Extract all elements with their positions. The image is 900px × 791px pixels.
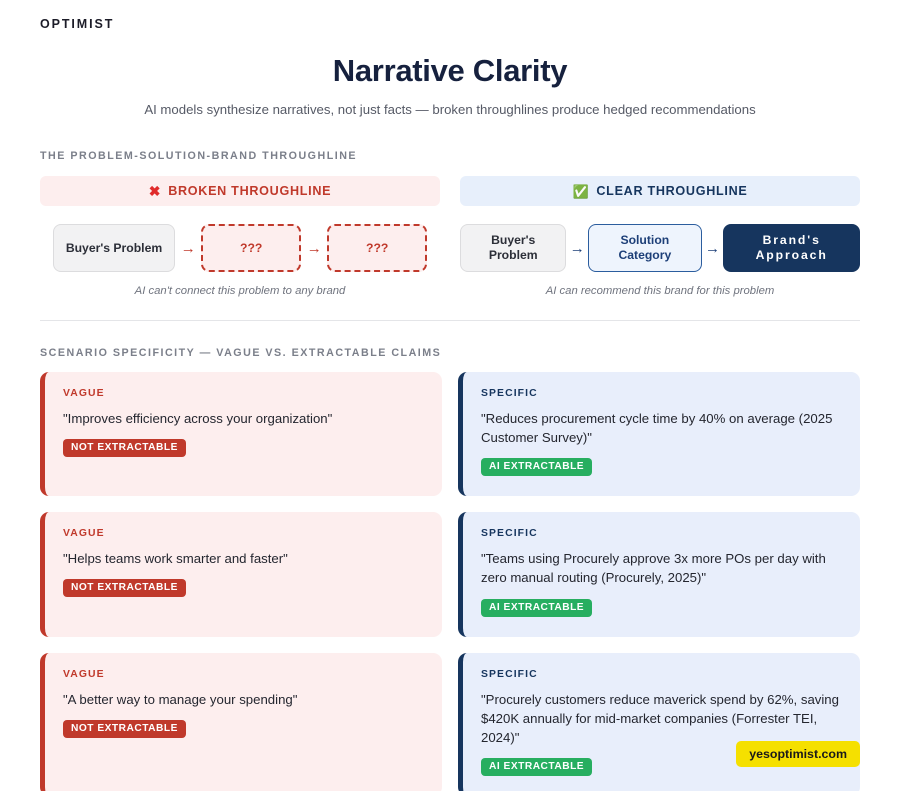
card-kicker: SPECIFIC [481, 528, 538, 540]
status-badge: NOT EXTRACTABLE [63, 719, 186, 738]
clear-throughline-note: AI can recommend this brand for this pro… [545, 285, 775, 297]
red-x-icon: ✖ [148, 183, 162, 199]
clear-throughline-header: ✅ CLEAR THROUGHLINE [460, 176, 860, 206]
card-quote: "Improves efficiency across your organiz… [63, 411, 333, 426]
broken-flow-diagram: Buyer's Problem → ??? → ??? [40, 224, 440, 272]
specific-claim-card: SPECIFIC "Procurely customers reduce mav… [458, 652, 860, 791]
clear-throughline-title: CLEAR THROUGHLINE [596, 184, 748, 198]
scenario-cards-grid: VAGUE "Improves efficiency across your o… [40, 372, 860, 791]
status-badge: AI EXTRACTABLE [481, 757, 593, 776]
vague-claim-card: VAGUE "A better way to manage your spend… [40, 652, 442, 791]
flow-node-buyers-problem: Buyer's Problem [52, 224, 176, 272]
brand-logo: OPTIMIST [40, 17, 115, 31]
status-badge: NOT EXTRACTABLE [63, 439, 186, 458]
broken-throughline-column: ✖ BROKEN THROUGHLINE Buyer's Problem → ?… [40, 176, 440, 297]
section-divider [40, 320, 860, 321]
card-quote: "Helps teams work smarter and faster" [63, 551, 288, 567]
card-quote: "Procurely customers reduce maverick spe… [481, 691, 839, 745]
vague-claim-card: VAGUE "Improves efficiency across your o… [40, 372, 442, 497]
flow-node-buyers-problem: Buyer's Problem [460, 224, 567, 272]
broken-throughline-header: ✖ BROKEN THROUGHLINE [40, 176, 440, 206]
card-kicker: SPECIFIC [481, 388, 538, 399]
green-check-box-icon: ✅ [572, 183, 590, 199]
broken-throughline-title: BROKEN THROUGHLINE [168, 184, 332, 198]
page-subtitle: AI models synthesize narratives, not jus… [144, 102, 756, 117]
specific-claim-card: SPECIFIC "Teams using Procurely approve … [458, 512, 860, 637]
section-label-throughline: THE PROBLEM-SOLUTION-BRAND THROUGHLINE [40, 150, 358, 162]
specific-claim-card: SPECIFIC "Reduces procurement cycle time… [458, 372, 860, 497]
card-kicker: SPECIFIC [481, 668, 538, 680]
flow-node-solution-category: Solution Category [588, 224, 702, 272]
section-label-scenario: SCENARIO SPECIFICITY — VAGUE VS. EXTRACT… [40, 347, 442, 359]
flow-node-unknown-1: ??? [201, 224, 302, 272]
broken-throughline-note: AI can't connect this problem to any bra… [134, 285, 346, 297]
flow-node-brands-approach: Brand's Approach [723, 224, 861, 272]
card-kicker: VAGUE [63, 668, 105, 680]
vague-claim-card: VAGUE "Helps teams work smarter and fast… [40, 512, 442, 637]
status-badge: NOT EXTRACTABLE [63, 579, 186, 598]
clear-flow-diagram: Buyer's Problem → Solution Category → Br… [460, 224, 861, 272]
card-kicker: VAGUE [63, 388, 105, 399]
card-kicker: VAGUE [63, 528, 105, 540]
flow-node-unknown-2: ??? [327, 224, 428, 272]
clear-throughline-column: ✅ CLEAR THROUGHLINE Buyer's Problem → So… [460, 176, 861, 297]
flow-arrow-icon: → [569, 239, 585, 257]
page-title: Narrative Clarity [332, 53, 568, 88]
card-quote: "Teams using Procurely approve 3x more P… [481, 551, 826, 586]
card-quote: "A better way to manage your spending" [63, 691, 298, 707]
card-quote: "Reduces procurement cycle time by 40% o… [481, 411, 833, 446]
throughline-comparison: ✖ BROKEN THROUGHLINE Buyer's Problem → ?… [40, 176, 861, 297]
status-badge: AI EXTRACTABLE [481, 458, 593, 477]
flow-arrow-icon: → [306, 239, 322, 257]
flow-arrow-icon: → [704, 239, 720, 257]
flow-arrow-icon: → [180, 239, 196, 257]
status-badge: AI EXTRACTABLE [481, 598, 593, 617]
footer: yesoptimist.com [736, 741, 860, 767]
website-url-badge[interactable]: yesoptimist.com [736, 741, 860, 767]
